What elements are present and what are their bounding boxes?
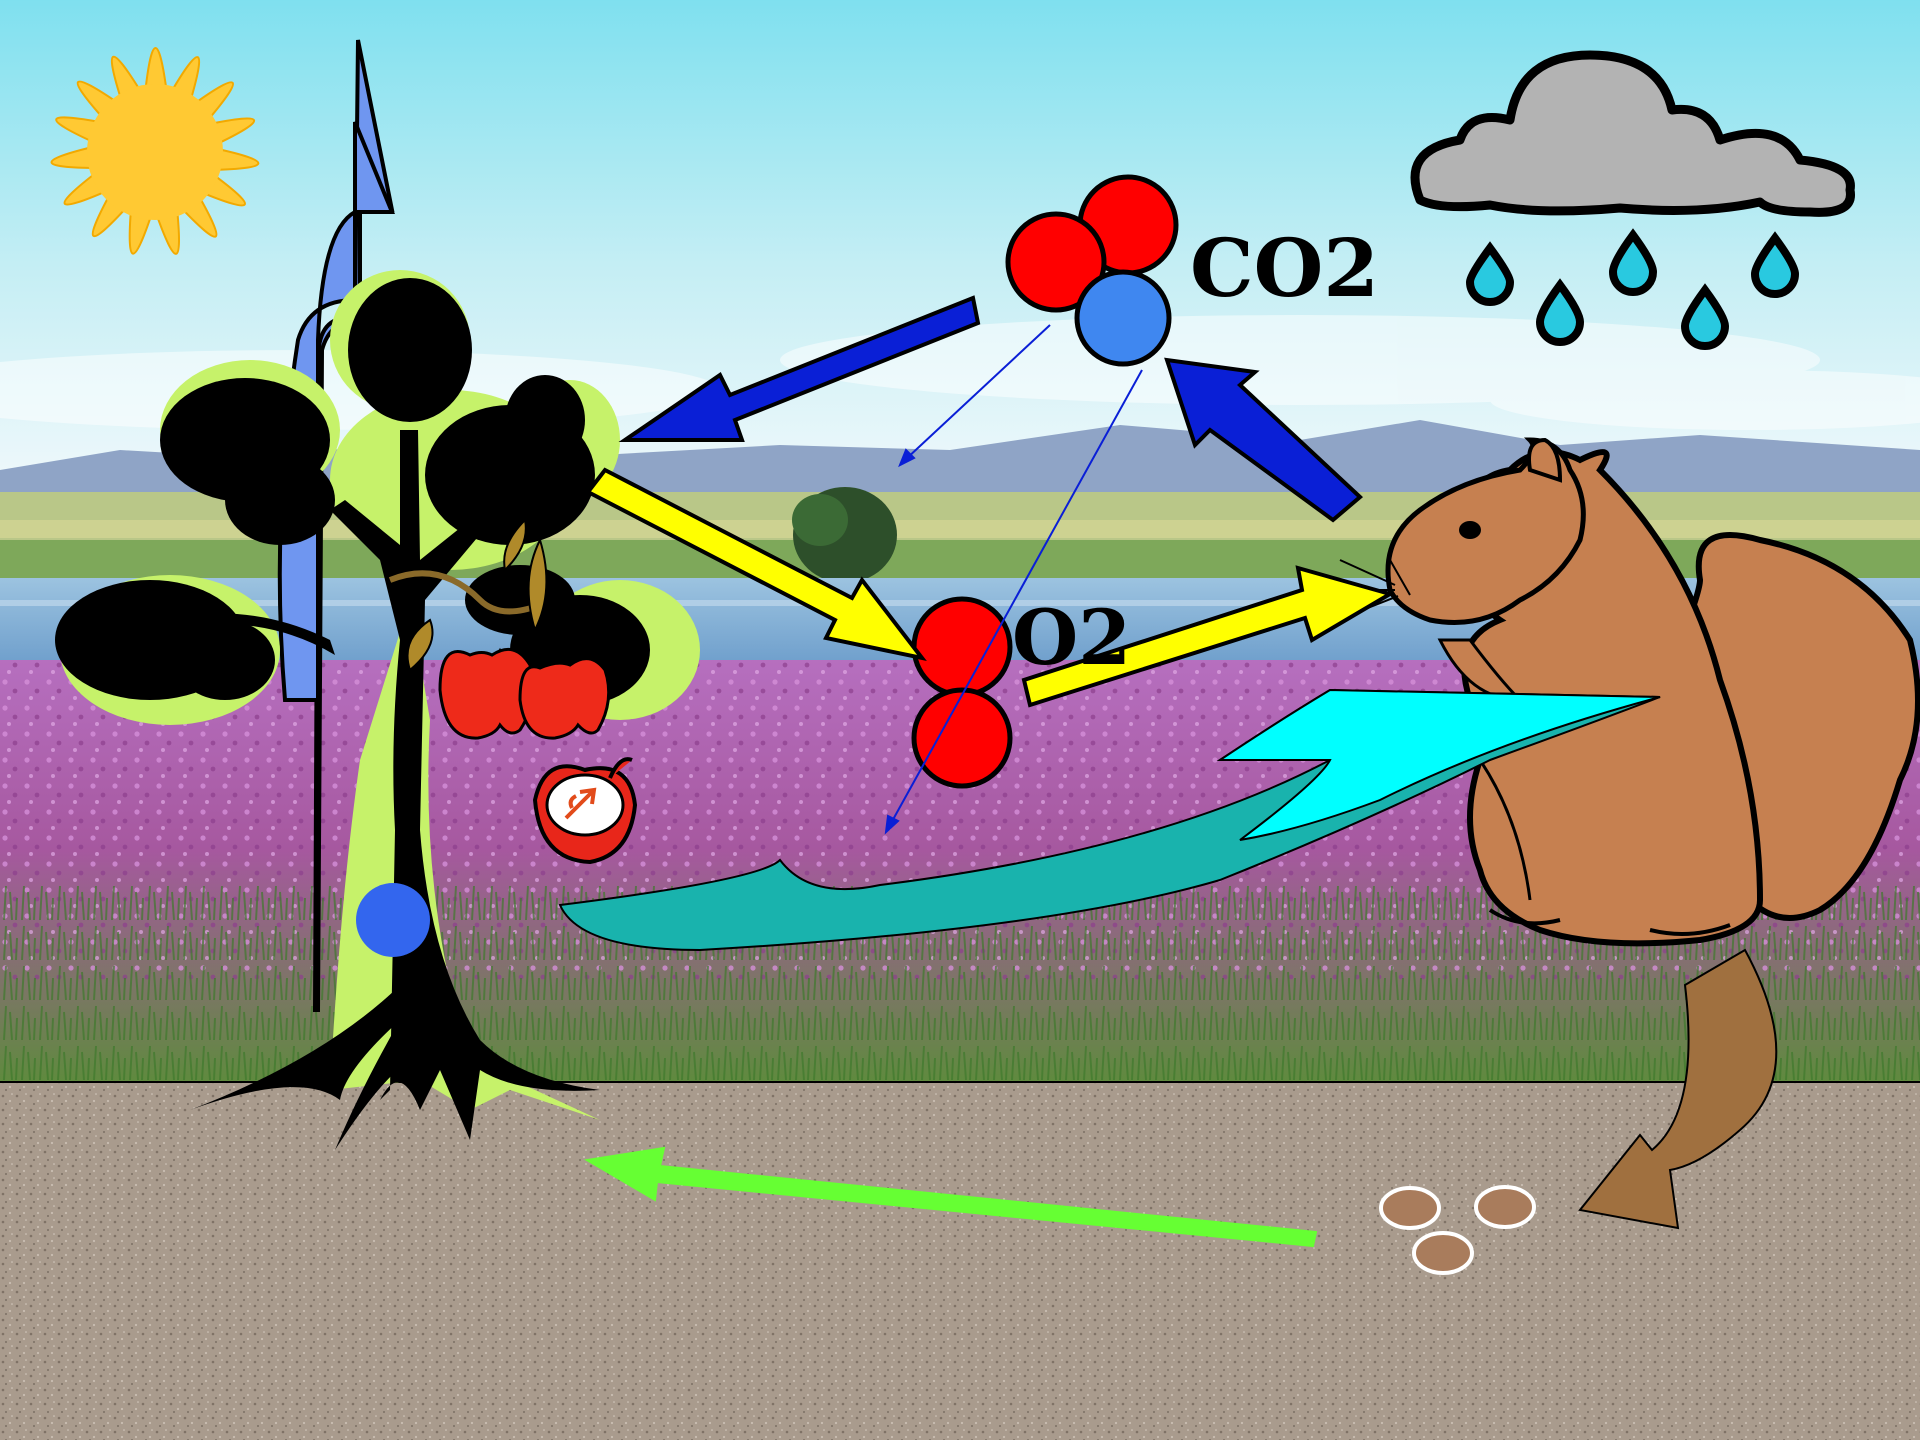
co2-label: CO2 (1190, 228, 1379, 308)
soil (0, 1082, 1920, 1440)
squirrel-eye (1459, 521, 1481, 539)
carbon-atom (1077, 272, 1169, 364)
apple-flesh (547, 775, 623, 835)
apple-icon (520, 659, 609, 739)
tree-nucleus (356, 883, 430, 957)
oxygen-atom (914, 690, 1010, 786)
o2-label: O2 (1012, 600, 1131, 676)
sliced-apple-icon (535, 759, 635, 862)
oxygen-atom (914, 599, 1010, 695)
